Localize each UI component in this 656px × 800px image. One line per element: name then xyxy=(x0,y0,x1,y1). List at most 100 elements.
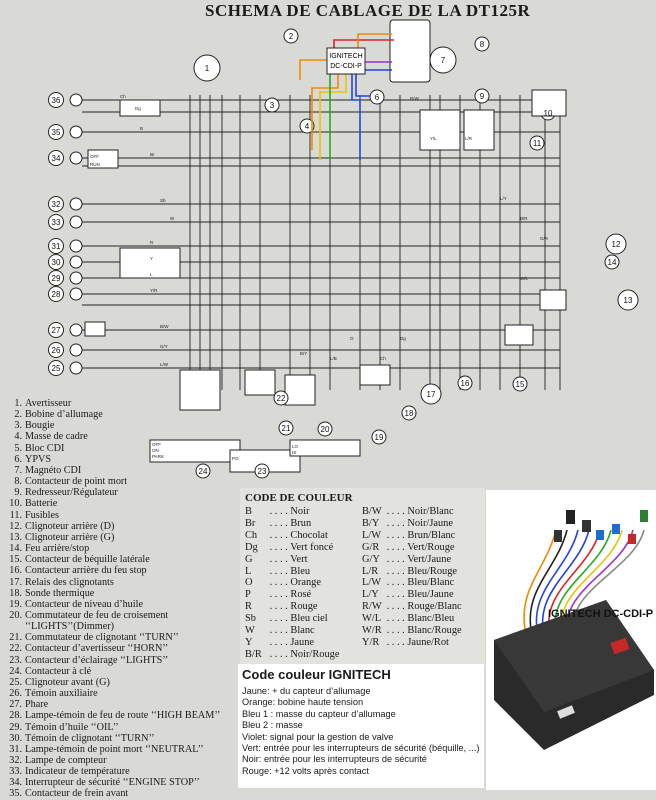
component-circle xyxy=(48,360,64,376)
color-code-value: Vert foncé xyxy=(290,541,334,553)
color-code-key: Dg xyxy=(245,541,258,553)
color-code-value: Noir/Jaune xyxy=(407,517,453,529)
color-code-value: Blanc/Bleu xyxy=(407,613,455,625)
ignitech-color-code-box: Code couleur IGNITECH Jaune: + du capteu… xyxy=(238,664,484,788)
wire-code-label: G/R xyxy=(540,236,549,241)
leader-dots: . . . . xyxy=(384,601,408,613)
leader-dots: . . . . xyxy=(384,565,408,577)
component-number-11: 11 xyxy=(533,139,542,148)
legend-text: Témoin d’huile ‘‘OIL’’ xyxy=(25,721,119,733)
color-code-row: Sb . . . . Bleu ciel xyxy=(245,613,357,625)
color-code-row: L/W . . . . Brun/Blanc xyxy=(362,530,487,542)
component-number-16: 16 xyxy=(461,379,470,388)
legend-item: 7.Magnéto CDI xyxy=(6,465,246,476)
leader-dots: . . . . xyxy=(384,529,408,541)
legend-item: 28.Lampe-témoin de feu de route ‘‘HIGH B… xyxy=(6,710,246,721)
module-wire xyxy=(529,529,568,636)
legend-text: Lampe de compteur xyxy=(25,755,107,766)
regulator-connector xyxy=(463,109,495,151)
lamp-symbol xyxy=(69,271,83,285)
legend-text: Clignoteur avant (G) xyxy=(25,676,110,688)
color-code-value: Rosé xyxy=(290,589,312,601)
leader-dots: . . . . xyxy=(267,648,291,660)
legend-text: Témoin auxiliaire xyxy=(25,688,98,700)
legend-number: 25. xyxy=(9,676,22,688)
component-number-25: 25 xyxy=(52,364,61,373)
stand-switch-connector xyxy=(504,324,534,346)
legend-text: Magnéto CDI xyxy=(25,464,82,476)
wire-code-label: Y/R xyxy=(150,288,158,293)
lamp-symbol xyxy=(69,255,83,269)
leader-dots: . . . . xyxy=(267,565,291,577)
color-code-key: Sb xyxy=(245,613,256,625)
lamp-symbol xyxy=(69,197,83,211)
module-label: IGNITECH DC-CDI-P xyxy=(548,608,654,620)
legend-item: 24.Contacteur à clé xyxy=(6,666,246,677)
component-circle xyxy=(48,254,64,270)
color-code-value: Rouge xyxy=(290,601,318,613)
color-code-key: L/W xyxy=(362,577,382,589)
ignitech-title: Code couleur IGNITECH xyxy=(242,667,391,682)
legend-number: 21. xyxy=(9,632,22,644)
legend-item: 6.YPVS xyxy=(6,454,246,465)
component-circle xyxy=(48,342,64,358)
color-code-key: Y/R xyxy=(362,636,380,648)
legend-text: Masse de cadre xyxy=(25,431,88,443)
color-code-row: B/Y . . . . Noir/Jaune xyxy=(362,518,487,530)
component-number-15: 15 xyxy=(516,380,525,389)
legend-text: Redresseur/Régulateur xyxy=(25,487,118,499)
color-code-value: Vert/Jaune xyxy=(407,553,452,565)
component-circle xyxy=(48,286,64,302)
color-code-row: Ch . . . . Chocolat xyxy=(245,530,357,542)
component-number-31: 31 xyxy=(52,242,61,251)
legend-number: 2. xyxy=(14,409,22,421)
legend-item: 2.Bobine d’allumage xyxy=(6,409,246,420)
module-wire xyxy=(541,529,590,636)
rear-connector xyxy=(539,289,567,311)
leader-dots: . . . . xyxy=(267,553,291,565)
leader-dots: . . . . xyxy=(384,625,408,637)
legend-text: Feu arrière/stop xyxy=(25,543,90,555)
legend-text: Batterie xyxy=(25,498,58,510)
color-code-key: B/Y xyxy=(362,517,380,529)
legend-item: 4.Masse de cadre xyxy=(6,431,246,442)
component-circle xyxy=(369,89,385,105)
legend-item: 15.Contacteur de béquille latérale xyxy=(6,554,246,565)
wire-code-label: B/R xyxy=(520,216,528,221)
legend-item: 33.Indicateur de température xyxy=(6,766,246,777)
legend-item: 12.Clignoteur arrière (D) xyxy=(6,521,246,532)
legend-text: Bloc CDI xyxy=(25,442,65,454)
wire-code-label: R/W xyxy=(410,96,420,101)
color-code-key: W/R xyxy=(362,625,382,637)
leader-dots: . . . . xyxy=(267,541,291,553)
color-code-key: Y xyxy=(245,636,253,648)
battery-box xyxy=(531,89,567,117)
legend-number: 5. xyxy=(14,442,22,454)
color-code-value: Vert/Rouge xyxy=(407,541,455,553)
component-number-13: 13 xyxy=(624,296,633,305)
component-number-34: 34 xyxy=(52,154,61,163)
legend-text: Interrupteur de sécurité ‘‘ENGINE STOP’’ xyxy=(25,777,200,789)
wire-code-label: L/Y xyxy=(500,196,507,201)
legend-item: 3.Bougie xyxy=(6,420,246,431)
lamp-symbol xyxy=(69,361,83,375)
component-number-1: 1 xyxy=(205,64,210,73)
legend-number: 26. xyxy=(9,688,22,700)
wire-code-label: Y xyxy=(150,256,153,261)
module-red-connector xyxy=(610,637,630,655)
component-number-3: 3 xyxy=(270,101,275,110)
component-number-30: 30 xyxy=(52,258,61,267)
ignitech-line: Vert: entrée pour les interrupteurs de s… xyxy=(242,743,480,754)
legend-text: Bobine d’allumage xyxy=(25,409,103,421)
connector-block xyxy=(179,369,221,411)
switch-position-label: OFF xyxy=(90,154,99,159)
legend-number: 31. xyxy=(9,743,22,755)
component-circle xyxy=(48,270,64,286)
component-circle xyxy=(273,390,289,406)
legend-item: 25.Clignoteur avant (G) xyxy=(6,677,246,688)
color-code-value: Brun xyxy=(290,517,312,529)
ignitech-line: Bleu 1 : masse du capteur d’allumage xyxy=(242,708,396,719)
color-code-key: L/R xyxy=(362,565,379,577)
